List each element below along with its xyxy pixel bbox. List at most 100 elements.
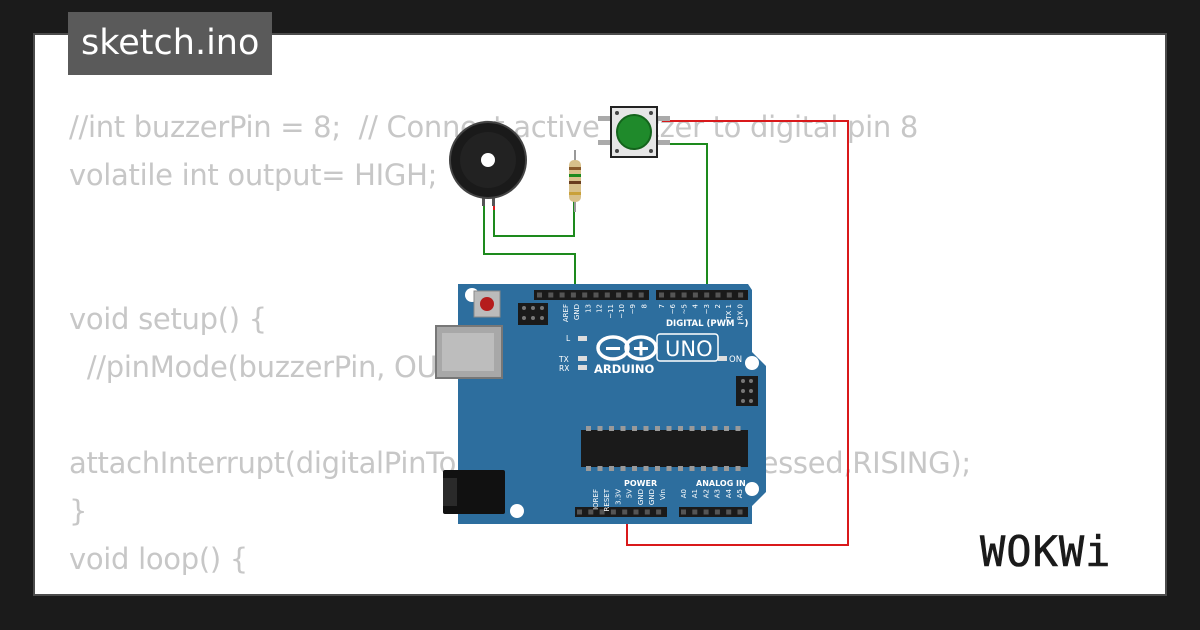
pin-label: AREF (562, 304, 570, 322)
header-pin[interactable] (537, 292, 542, 298)
pin-label: A3 (714, 489, 722, 498)
code-editor: //int buzzerPin = 8; // Connect active b… (69, 103, 971, 594)
header-pin[interactable] (627, 292, 633, 298)
pin-label: GND (573, 304, 581, 320)
code-line: volatile int output= HIGH; (69, 158, 438, 192)
header-pin[interactable] (622, 509, 628, 515)
push-button[interactable] (598, 106, 670, 158)
pin-label: A0 (680, 489, 688, 498)
led-l-label: L (566, 334, 571, 343)
wokwi-logo-text: WOKWi (980, 527, 1111, 574)
code-line: void setup() { (69, 302, 267, 336)
arduino-uno-board[interactable]: UNO ARDUINO DIGITAL (PWM ~) ON L TX RX P… (435, 284, 766, 524)
header-pin[interactable] (588, 509, 594, 515)
pin-label: ~6 (669, 303, 677, 314)
pin-label: TX 1 (725, 304, 733, 321)
header-pin[interactable] (738, 292, 744, 298)
header-pin[interactable] (656, 509, 662, 515)
pin-label: ~10 (618, 304, 626, 319)
header-pin[interactable] (681, 292, 687, 298)
wire-red-power[interactable] (626, 120, 849, 546)
mount-hole (745, 356, 759, 370)
header-pin[interactable] (548, 292, 554, 298)
digital-header-right (656, 290, 748, 300)
pin-label: RX 0 (736, 304, 744, 320)
microcontroller-chip (581, 430, 748, 467)
header-pin[interactable] (692, 292, 698, 298)
digital-label: DIGITAL (PWM ~) (666, 319, 748, 329)
header-pin[interactable] (726, 509, 732, 515)
header-pin[interactable] (692, 509, 698, 515)
code-line: void loop() { (69, 542, 248, 576)
pin-label: A4 (725, 488, 733, 498)
power-header (575, 507, 667, 517)
header-pin[interactable] (644, 509, 650, 515)
header-pin[interactable] (714, 509, 720, 515)
led-rx (578, 365, 587, 370)
pin-label: Vin (659, 489, 667, 500)
header-pin[interactable] (559, 292, 565, 298)
header-pin[interactable] (593, 292, 599, 298)
pin-label: ~5 (680, 304, 688, 314)
header-pin[interactable] (610, 509, 616, 515)
pin-label: ~11 (607, 304, 615, 319)
pin-label: RESET (603, 488, 611, 511)
analog-header (679, 507, 748, 517)
pin-label: 7 (658, 304, 666, 308)
header-pin[interactable] (638, 292, 644, 298)
pin-label: A5 (736, 489, 744, 498)
header-pin[interactable] (570, 292, 576, 298)
pin-label: ~3 (703, 304, 711, 314)
header-pin[interactable] (604, 292, 610, 298)
pin-label: 3.3V (614, 489, 622, 505)
arduino-logo-icon (596, 335, 658, 361)
filename-tab[interactable]: sketch.ino (68, 12, 273, 75)
code-line: //digitalWrite(buzzerPin, HIGH); // Turn… (69, 583, 971, 594)
resistor[interactable] (569, 150, 581, 212)
buzzer[interactable] (449, 121, 527, 206)
pin-label: 2 (714, 304, 722, 308)
reset-button[interactable] (480, 297, 494, 311)
pin-label: A1 (691, 489, 699, 498)
header-pin[interactable] (616, 292, 622, 298)
power-label: POWER (624, 479, 657, 488)
board-model: UNO (665, 337, 713, 361)
pin-label: 8 (640, 304, 648, 308)
header-pin[interactable] (715, 292, 721, 298)
header-pin[interactable] (703, 509, 709, 515)
on-label: ON (729, 355, 742, 365)
analog-label: ANALOG IN (696, 479, 746, 488)
header-pin[interactable] (582, 292, 588, 298)
header-pin[interactable] (726, 292, 732, 298)
board-brand: ARDUINO (594, 362, 655, 376)
header-pin[interactable] (670, 292, 676, 298)
buzzer-hole (481, 153, 495, 167)
pin-label: GND (637, 489, 645, 505)
header-pin[interactable] (599, 509, 605, 515)
pin-label: 12 (596, 304, 604, 313)
header-pin[interactable] (704, 292, 710, 298)
pin-label: ~9 (629, 304, 637, 314)
header-pin[interactable] (681, 509, 686, 515)
pin-label: IOREF (592, 489, 600, 510)
wire-green-buzzer[interactable] (483, 205, 576, 298)
led-on (718, 356, 727, 361)
button-cap[interactable] (616, 114, 652, 150)
header-pin[interactable] (659, 292, 664, 298)
code-line: } (69, 494, 88, 528)
digital-header-left (534, 290, 649, 300)
header-pin[interactable] (577, 509, 582, 515)
led-l (578, 336, 587, 341)
led-tx (578, 356, 587, 361)
wire-green-button[interactable] (665, 143, 708, 298)
header-pin[interactable] (737, 509, 743, 515)
wire-green-resistor[interactable] (493, 197, 575, 237)
wokwi-logo: WOKWi (980, 527, 1111, 574)
pin-label: GND (648, 489, 656, 505)
power-jack (443, 470, 505, 514)
mount-hole (745, 482, 759, 496)
led-tx-label: TX (558, 355, 569, 364)
pin-label: 4 (692, 303, 700, 308)
header-pin[interactable] (633, 509, 639, 515)
